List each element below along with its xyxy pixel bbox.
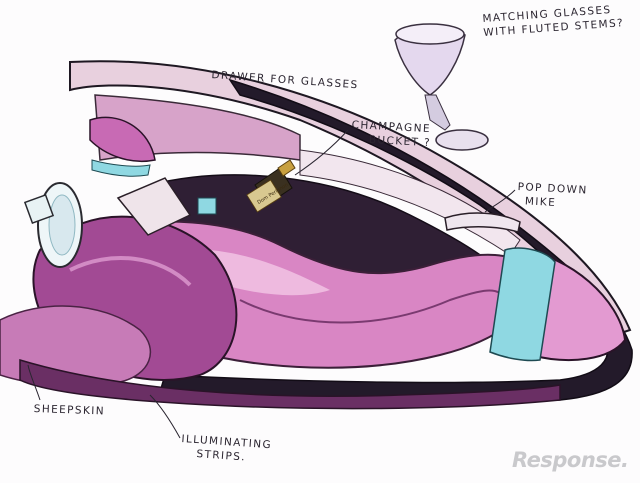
upper-pod [89, 116, 156, 162]
note-pop-down-mike: POP DOWN MIKE [517, 180, 588, 212]
mike-device [444, 212, 521, 233]
seat-highlight [210, 250, 330, 296]
leader-mike [484, 189, 516, 213]
glass-sketch [394, 23, 489, 151]
left-cushion-shine [69, 256, 192, 287]
round-window-inner [48, 194, 76, 256]
lower-base [19, 358, 561, 410]
leader-sheepskin [27, 364, 41, 401]
leader-bucket [294, 129, 349, 176]
watermark-logo: Response. [512, 448, 629, 472]
champagne-bottle [246, 159, 296, 213]
drawer-tab [197, 197, 217, 215]
cyan-accent [91, 159, 151, 177]
note-sheepskin: SHEEPSKIN [34, 402, 106, 418]
note-champagne-bucket: CHAMPAGNE BUCKET ? [351, 118, 433, 150]
seat-curve [239, 289, 506, 324]
drawer-box [116, 177, 192, 236]
cyan-ring [489, 247, 556, 362]
side-tab [23, 193, 55, 225]
leader-strips [149, 394, 181, 439]
note-line: SHEEPSKIN [33, 402, 106, 418]
